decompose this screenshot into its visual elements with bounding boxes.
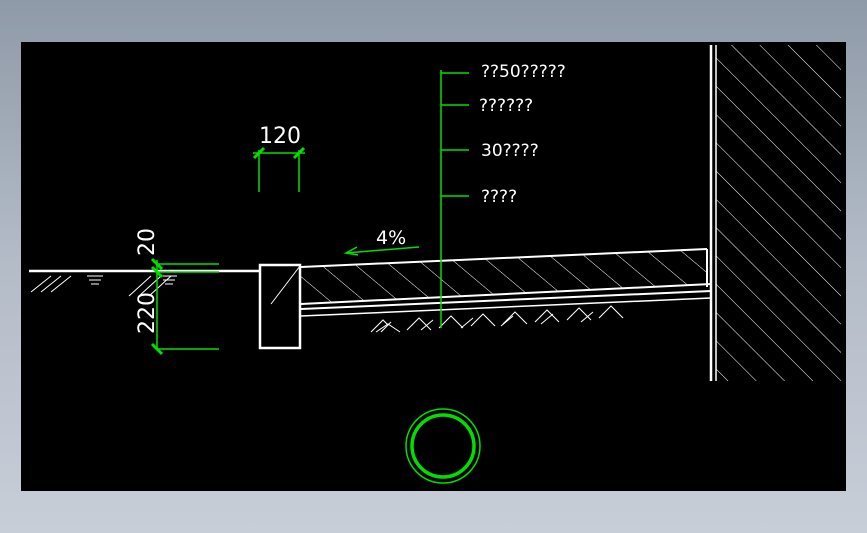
width-dimension-label: 120	[259, 124, 301, 149]
slope-label: 4%	[376, 227, 406, 249]
cad-drawing: ??50????? ?????? 30???? ???? 4% 120 20 2…	[29, 45, 841, 484]
depth-dimension	[150, 257, 219, 356]
earth-symbol-icon	[87, 275, 177, 285]
ground-line	[29, 269, 259, 297]
curb-stone	[258, 263, 302, 350]
layer-label-4: ????	[481, 187, 517, 207]
building-wall	[709, 45, 841, 381]
sloped-slab	[300, 248, 712, 333]
top-dimension-label: 20	[135, 228, 160, 256]
layer-label-2: ??????	[479, 96, 533, 116]
slope-arrow	[343, 246, 420, 256]
width-dimension	[252, 146, 306, 192]
layer-leader	[440, 70, 469, 328]
circle-marker-icon	[405, 408, 481, 484]
depth-dimension-label: 220	[135, 292, 160, 334]
cad-viewport[interactable]: ??50????? ?????? 30???? ???? 4% 120 20 2…	[21, 42, 846, 491]
layer-label-1: ??50?????	[481, 62, 566, 82]
layer-label-3: 30????	[481, 141, 539, 161]
subgrade-marks	[370, 305, 624, 333]
